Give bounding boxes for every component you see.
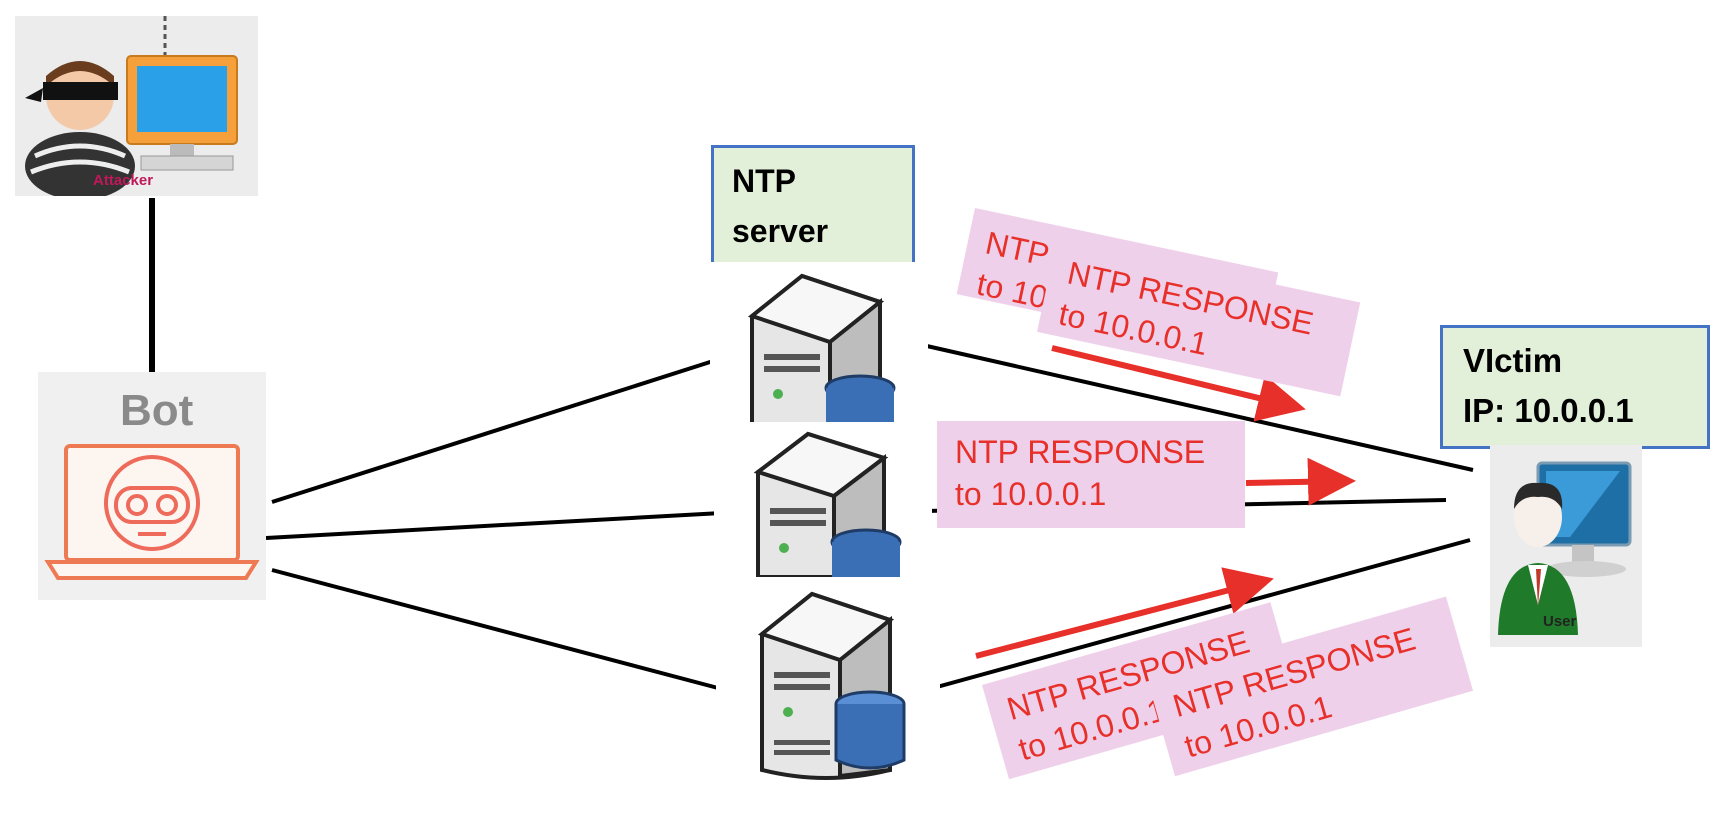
response-arrow-1	[1051, 345, 1306, 422]
attacker-label: Attacker	[93, 172, 154, 189]
server1-victim-link	[917, 342, 1474, 472]
bot-server3-link	[271, 568, 719, 690]
ntp-server-label-line1: NTP	[732, 163, 796, 199]
packet-line1: NTP RESPONSE	[955, 434, 1206, 470]
server-icon	[757, 591, 906, 780]
bot-laptop-icon	[44, 444, 260, 580]
victim-title: VIctim	[1463, 342, 1563, 379]
server-icon	[753, 431, 902, 579]
user-computer-icon	[1498, 461, 1632, 635]
attacker-icon	[25, 16, 238, 200]
packet-line2: to 10.0.0.1	[955, 476, 1107, 512]
ntp-server-label: NTP server	[711, 145, 915, 267]
ntp-server-label-line2: server	[732, 213, 829, 249]
ntp-response-packet: NTP RESPONSE to 10.0.0.1	[937, 421, 1245, 528]
victim-user-label: User	[1543, 613, 1577, 630]
response-arrow-2	[1245, 457, 1356, 506]
victim-label: VIctim IP: 10.0.0.1	[1440, 325, 1710, 449]
ntp-server-3	[716, 580, 940, 786]
bot-label: Bot	[120, 386, 194, 435]
victim-user-node: User	[1490, 445, 1642, 647]
response-arrow-3	[975, 567, 1274, 659]
attacker-node: Attacker	[15, 16, 258, 200]
bot-server1-link	[271, 353, 733, 504]
ntp-server-2	[714, 422, 932, 579]
victim-ip: IP: 10.0.0.1	[1463, 392, 1634, 429]
bot-node: Bot	[38, 372, 266, 600]
bot-server2-link	[265, 510, 741, 540]
server3-victim-link	[925, 538, 1471, 692]
